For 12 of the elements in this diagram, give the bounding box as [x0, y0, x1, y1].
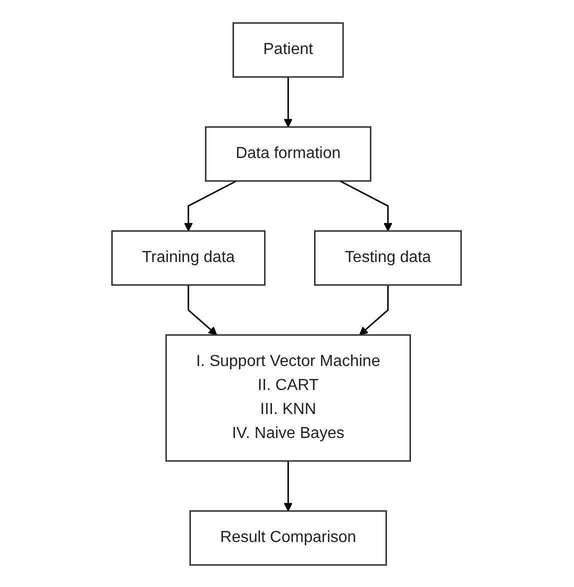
- node-box: Result Comparison: [190, 510, 388, 566]
- arrow: [284, 460, 294, 511]
- arrow: [284, 76, 294, 127]
- node-box: Patient: [232, 22, 344, 78]
- arrow: [340, 180, 393, 231]
- arrow: [360, 284, 390, 335]
- arrow: [188, 284, 218, 335]
- node-box: Testing data: [314, 230, 462, 286]
- node-box: I. Support Vector Machine II. CART III. KNN IV. Naive Bayes: [166, 334, 412, 462]
- node-box: Training data: [112, 230, 266, 286]
- arrow: [184, 180, 238, 231]
- node-box: Data formation: [205, 126, 372, 182]
